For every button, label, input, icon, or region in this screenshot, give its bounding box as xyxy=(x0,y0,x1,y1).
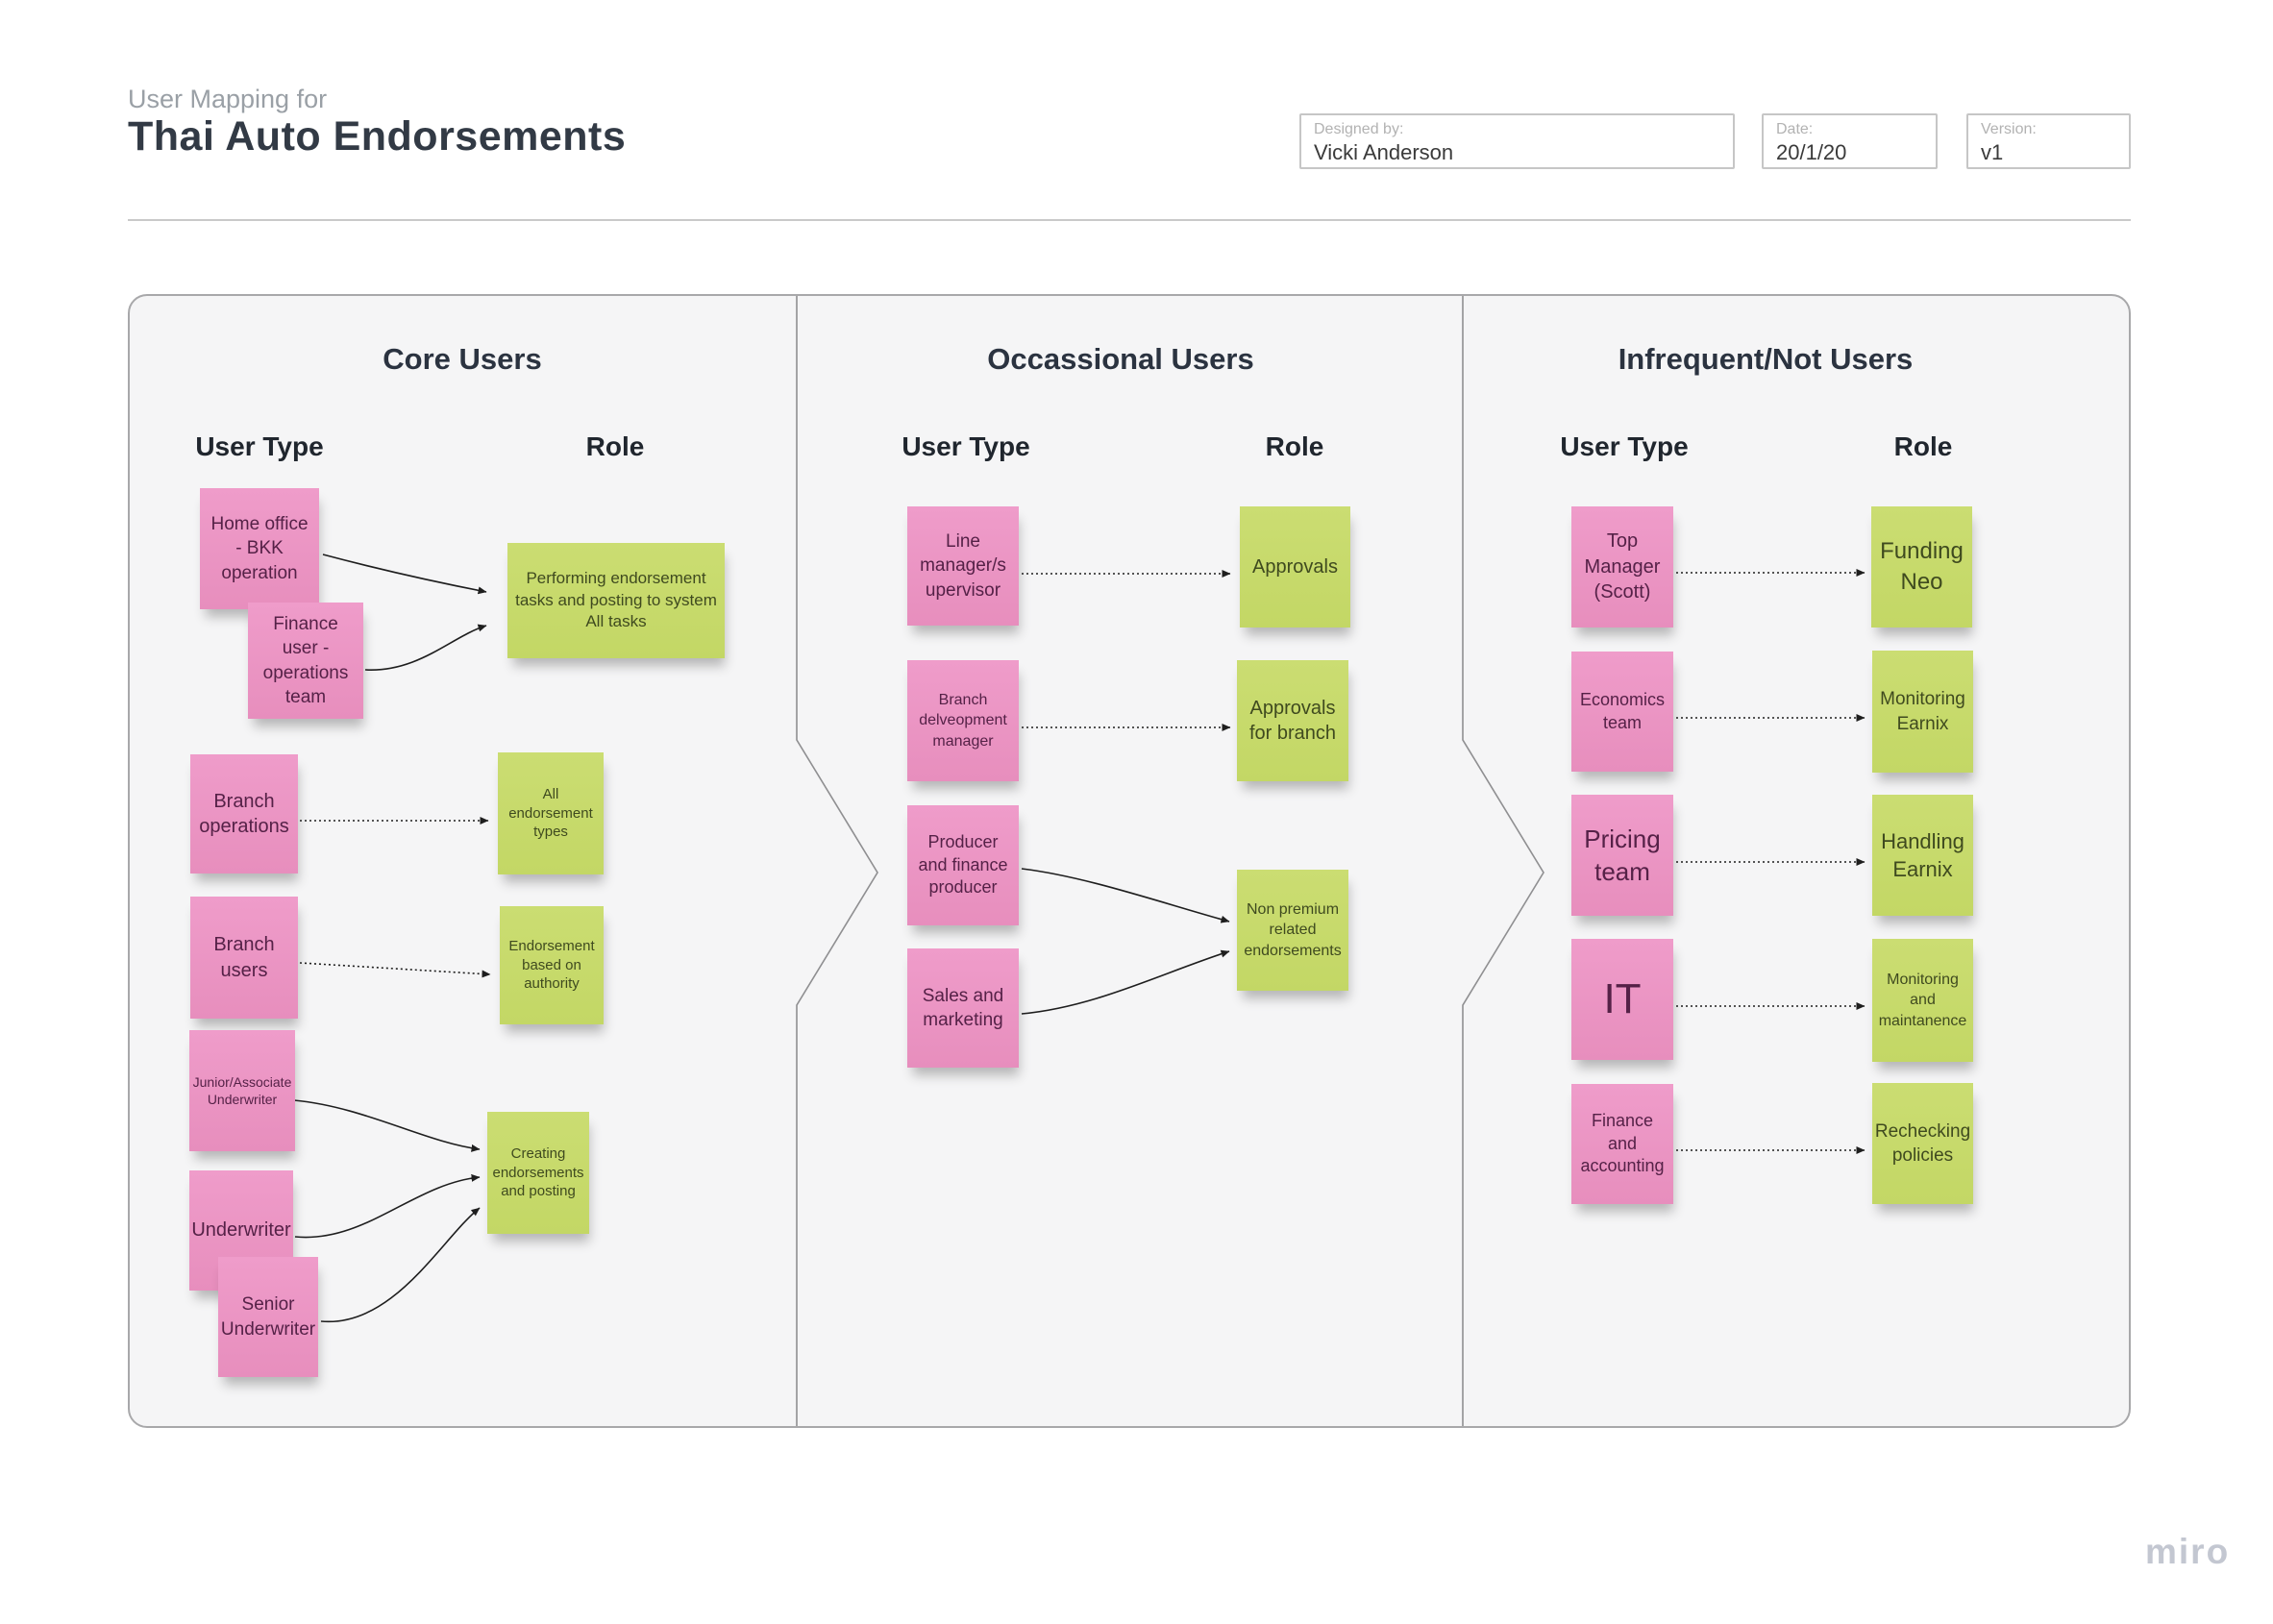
core-role-header: Role xyxy=(585,431,645,461)
note-pricing-team[interactable]: Pricing team xyxy=(1571,795,1673,916)
note-line-manager-supervisor[interactable]: Line manager/s upervisor xyxy=(907,506,1019,626)
note-finance-and-accounting[interactable]: Finance and accounting xyxy=(1571,1084,1673,1204)
note-junior-associate-underwriter[interactable]: Junior/Associate Underwriter xyxy=(189,1030,295,1151)
board-title: Thai Auto Endorsements xyxy=(128,113,627,160)
note-top-manager-scott[interactable]: Top Manager (Scott) xyxy=(1571,506,1673,627)
note-funding-neo[interactable]: Funding Neo xyxy=(1871,506,1972,627)
infrequent-role-header: Role xyxy=(1893,431,1953,461)
column-title-infrequent-users: Infrequent/Not Users xyxy=(1618,342,1914,376)
note-all-endorsement-types[interactable]: All endorsement types xyxy=(498,752,604,874)
note-sales-and-marketing[interactable]: Sales and marketing xyxy=(907,948,1019,1068)
note-home-office-bkk-operation[interactable]: Home office - BKK operation xyxy=(200,488,319,609)
note-monitoring-and-maintanence[interactable]: Monitoring and maintanence xyxy=(1872,939,1973,1062)
board-subtitle: User Mapping for xyxy=(128,85,328,113)
date-label: Date: xyxy=(1776,121,1814,137)
note-rechecking-policies[interactable]: Rechecking policies xyxy=(1872,1083,1973,1204)
date-value: 20/1/20 xyxy=(1776,140,1847,164)
miro-logo: miro xyxy=(2145,1532,2231,1571)
note-finance-user-operations-team[interactable]: Finance user - operations team xyxy=(248,603,363,719)
occasional-user-type-header: User Type xyxy=(902,431,1030,461)
version-value: v1 xyxy=(1981,140,2004,164)
note-approvals[interactable]: Approvals xyxy=(1240,506,1350,627)
note-handling-earnix[interactable]: Handling Earnix xyxy=(1872,795,1973,916)
note-creating-endorsements-posting[interactable]: Creating endorsements and posting xyxy=(487,1112,589,1234)
note-economics-team[interactable]: Economics team xyxy=(1571,652,1673,772)
column-title-occasional-users: Occassional Users xyxy=(987,342,1254,376)
column-title-core-users: Core Users xyxy=(383,342,542,376)
date-field[interactable]: Date: 20/1/20 xyxy=(1762,113,1938,169)
note-approvals-for-branch[interactable]: Approvals for branch xyxy=(1237,660,1348,781)
note-branch-development-manager[interactable]: Branch delveopment manager xyxy=(907,660,1019,781)
note-producer-finance-producer[interactable]: Producer and finance producer xyxy=(907,805,1019,925)
version-field[interactable]: Version: v1 xyxy=(1966,113,2131,169)
header-divider xyxy=(128,219,2131,221)
designed-by-label: Designed by: xyxy=(1314,121,1404,137)
note-senior-underwriter[interactable]: Senior Underwriter xyxy=(218,1257,318,1377)
note-non-premium-related-endorsements[interactable]: Non premium related endorsements xyxy=(1237,870,1348,991)
core-user-type-header: User Type xyxy=(195,431,324,461)
designed-by-value: Vicki Anderson xyxy=(1314,140,1454,164)
designed-by-field[interactable]: Designed by: Vicki Anderson xyxy=(1299,113,1735,169)
infrequent-user-type-header: User Type xyxy=(1560,431,1689,461)
occasional-role-header: Role xyxy=(1265,431,1324,461)
note-branch-operations[interactable]: Branch operations xyxy=(190,754,298,874)
version-label: Version: xyxy=(1981,121,2037,137)
note-monitoring-earnix[interactable]: Monitoring Earnix xyxy=(1872,651,1973,773)
note-it[interactable]: IT xyxy=(1571,939,1673,1060)
note-performing-endorsement-tasks[interactable]: Performing endorsement tasks and posting… xyxy=(507,543,725,658)
note-endorsement-based-on-authority[interactable]: Endorsement based on authority xyxy=(500,906,604,1024)
note-branch-users[interactable]: Branch users xyxy=(190,897,298,1019)
user-mapping-panel xyxy=(128,294,2131,1428)
